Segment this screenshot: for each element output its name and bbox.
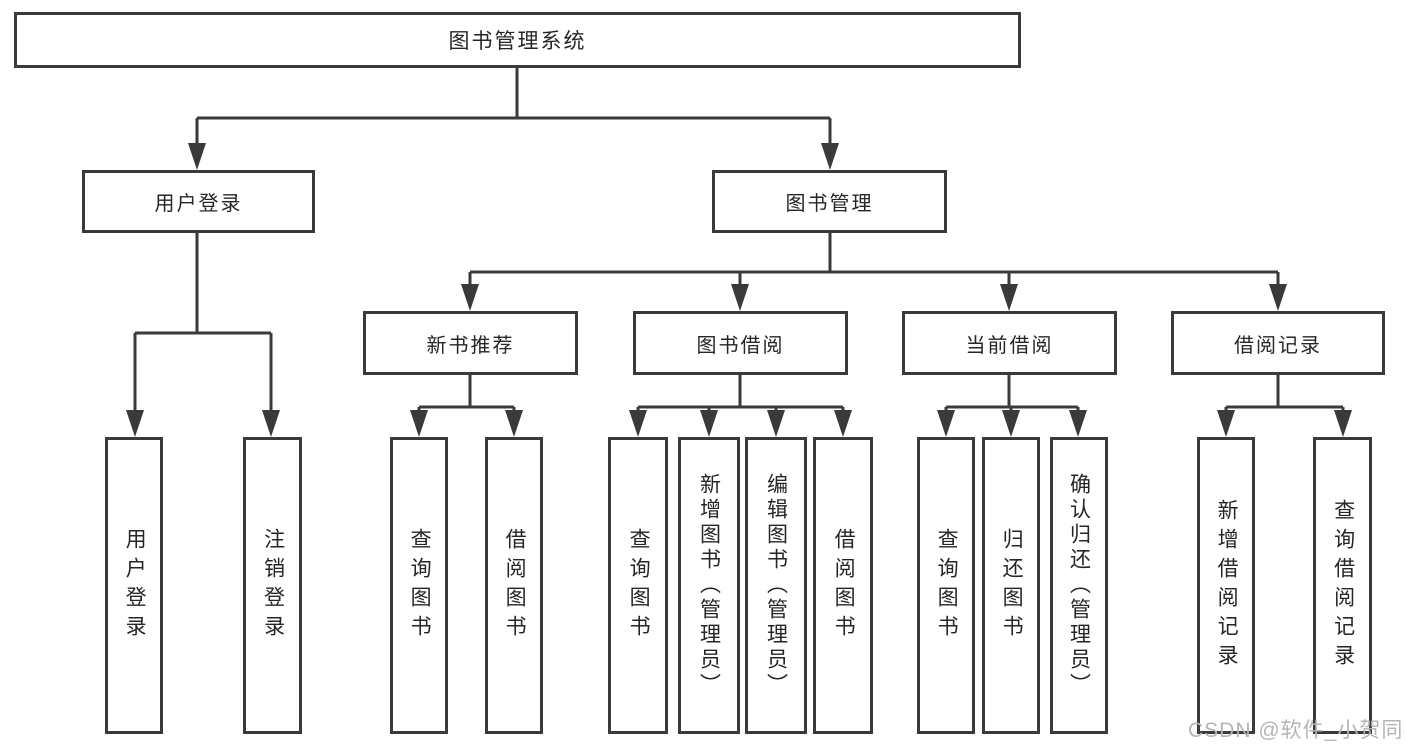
- node-label: 归还图书: [1000, 527, 1024, 644]
- node-user-login: 用户登录: [82, 170, 315, 233]
- node-label: 新增图书（管理员）: [697, 473, 721, 698]
- leaf-return-books: 归还图书: [982, 437, 1040, 734]
- node-label: 用户登录: [123, 527, 147, 644]
- leaf-borrow-books-borrowing: 借阅图书: [813, 437, 873, 734]
- node-current-borrowing: 当前借阅: [902, 311, 1117, 375]
- node-label: 注销登录: [261, 527, 285, 644]
- node-label: 图书管理: [785, 193, 874, 215]
- node-book-borrowing: 图书借阅: [633, 311, 848, 375]
- node-label: 查询借阅记录: [1331, 498, 1355, 673]
- leaf-logout: 注销登录: [243, 437, 302, 734]
- leaf-query-books-current: 查询图书: [917, 437, 975, 734]
- leaf-query-borrow-record: 查询借阅记录: [1313, 437, 1372, 734]
- node-system-root: 图书管理系统: [14, 12, 1021, 68]
- node-new-book-recommendation: 新书推荐: [363, 311, 578, 375]
- node-label: 借阅记录: [1234, 334, 1322, 357]
- node-label: 新书推荐: [426, 334, 515, 357]
- node-label: 新增借阅记录: [1215, 498, 1239, 673]
- node-borrowing-records: 借阅记录: [1171, 311, 1385, 375]
- node-label: 查询图书: [935, 527, 959, 644]
- csdn-watermark: CSDN @软件_小贺同学: [1188, 719, 1405, 742]
- leaf-add-borrow-record: 新增借阅记录: [1197, 437, 1255, 734]
- leaf-query-books-recommend: 查询图书: [390, 437, 448, 734]
- node-label: 用户登录: [154, 193, 243, 215]
- leaf-edit-book-admin: 编辑图书（管理员）: [745, 437, 807, 734]
- node-label: 借阅图书: [503, 527, 527, 644]
- arrowheads: [126, 143, 1352, 437]
- node-label: 确认归还（管理员）: [1067, 473, 1091, 698]
- leaf-borrow-books-recommend: 借阅图书: [485, 437, 543, 734]
- node-label: 借阅图书: [832, 527, 856, 644]
- leaf-query-books-borrowing: 查询图书: [608, 437, 668, 734]
- node-label: 图书借阅: [696, 334, 785, 357]
- node-label: 查询图书: [627, 527, 651, 644]
- elbow-connectors: [133, 68, 1345, 418]
- node-label: 查询图书: [408, 527, 432, 644]
- node-book-management: 图书管理: [712, 170, 947, 233]
- node-label: 图书管理系统: [448, 30, 587, 53]
- leaf-add-book-admin: 新增图书（管理员）: [678, 437, 740, 734]
- node-label: 当前借阅: [965, 334, 1054, 357]
- node-label: 编辑图书（管理员）: [764, 473, 788, 698]
- leaf-user-login: 用户登录: [105, 437, 163, 734]
- leaf-confirm-return-admin: 确认归还（管理员）: [1050, 437, 1108, 734]
